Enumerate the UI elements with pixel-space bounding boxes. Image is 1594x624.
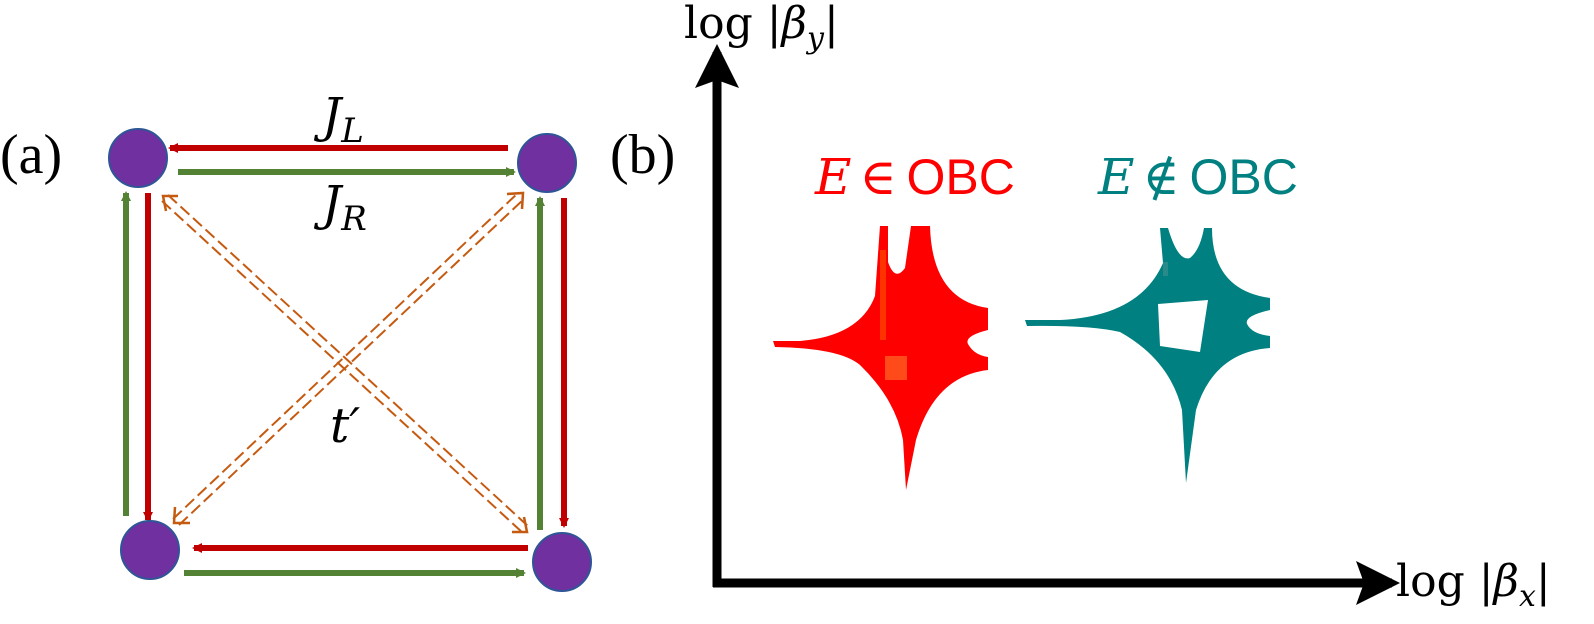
diagonal-hop-tl-br	[161, 194, 530, 534]
site-top-right	[517, 133, 577, 193]
panel-a-label: (a)	[0, 124, 62, 186]
x-axis-label: log |βx|	[1396, 556, 1551, 614]
y-axis-label: log |βy|	[684, 0, 839, 56]
panel-b-label: (b)	[610, 124, 675, 186]
region-not-in-obc	[1025, 228, 1270, 483]
diagonal-hop-label: t′	[330, 398, 360, 454]
legend-not-in-obc: E∉OBC	[1097, 148, 1298, 206]
legend-in-obc: E∈OBC	[814, 148, 1015, 206]
site-top-left	[108, 128, 168, 188]
region-in-obc	[773, 226, 988, 490]
panel-a: (a) JL J	[0, 88, 592, 592]
hop-right-label: JR	[313, 176, 367, 239]
hop-left-label: JL	[313, 88, 364, 151]
panel-b: (b) log |βy| log |βx| E∈OBC E∉OBC	[610, 0, 1551, 614]
site-bottom-left	[120, 520, 180, 580]
diagonal-hop-bl-tr	[172, 191, 526, 526]
site-bottom-right	[532, 532, 592, 592]
